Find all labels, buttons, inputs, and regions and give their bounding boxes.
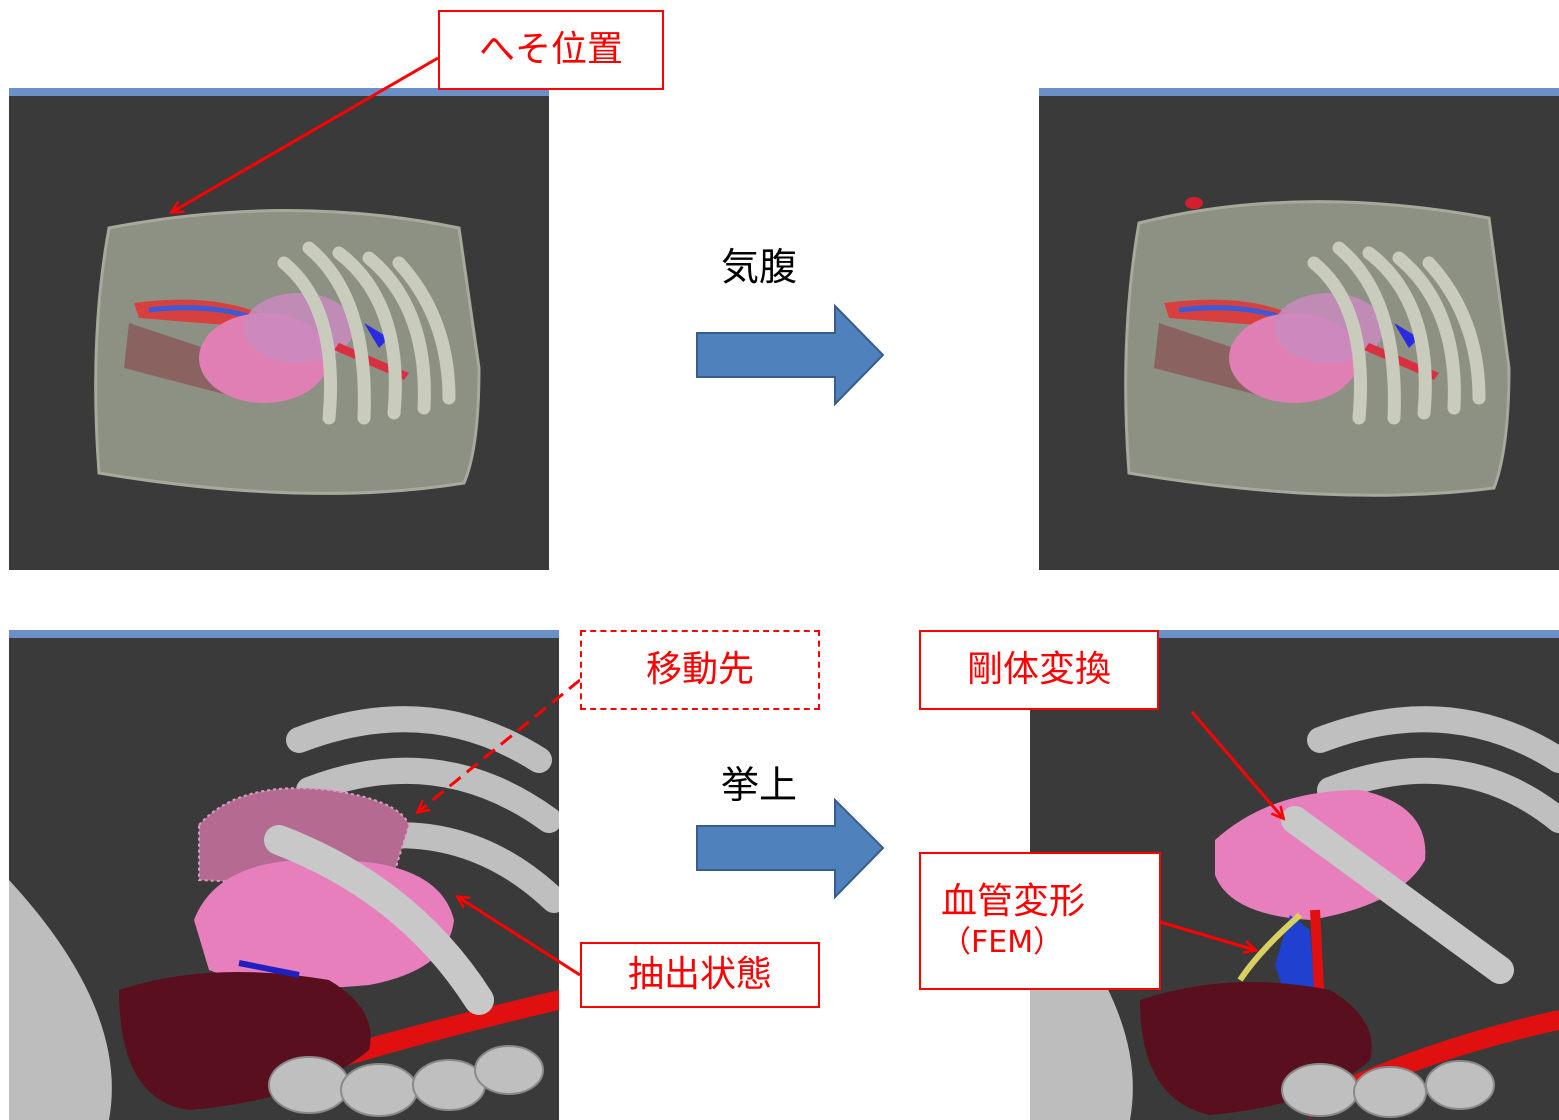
leader-navel: [172, 58, 438, 212]
label-navel-position: へそ位置: [438, 10, 664, 90]
label-extracted-text: 抽出状態: [628, 957, 772, 993]
label-rigid-transform: 剛体変換: [919, 630, 1159, 710]
leader-move-target: [418, 680, 580, 812]
leader-rigid: [1192, 712, 1283, 818]
leader-vessel: [1160, 922, 1255, 950]
label-extracted-state: 抽出状態: [580, 942, 820, 1008]
leader-extracted: [458, 897, 580, 975]
label-vessel-deformation: 血管変形 （FEM）: [919, 852, 1161, 990]
step-label-insufflation: 気腹: [721, 248, 797, 286]
label-move-target: 移動先: [580, 630, 820, 710]
label-rigid-text: 剛体変換: [967, 652, 1111, 688]
label-vessel-method: （FEM）: [941, 928, 1063, 958]
label-move-target-text: 移動先: [646, 652, 754, 688]
step-label-lift: 挙上: [721, 766, 797, 804]
label-vessel-text: 血管変形: [941, 884, 1085, 920]
label-navel-text: へそ位置: [479, 32, 623, 68]
